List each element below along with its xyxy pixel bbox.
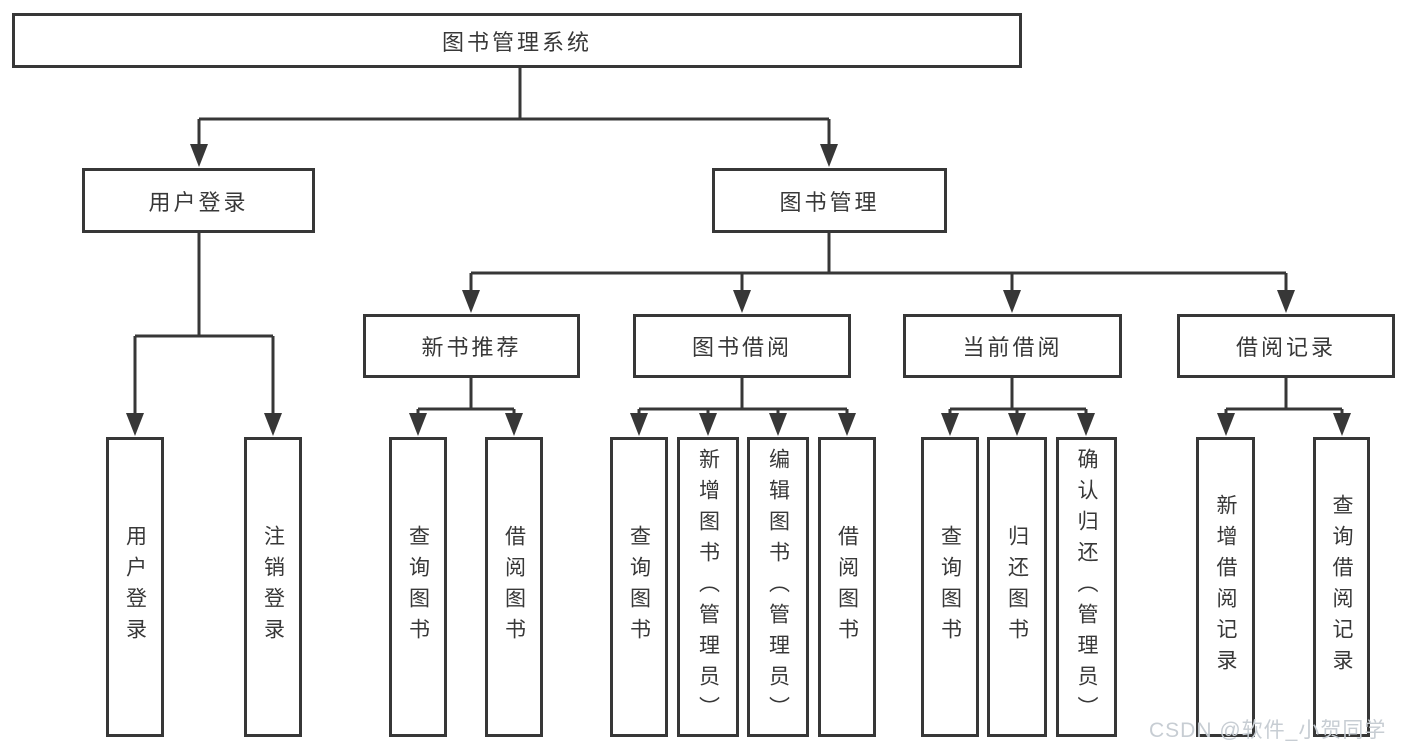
leaf-borrow-books-2: 借阅图书 xyxy=(818,437,876,737)
node-borrowing-records: 借阅记录 xyxy=(1177,314,1395,378)
node-label: 查询借阅记录 xyxy=(1330,494,1353,680)
leaf-logout: 注销登录 xyxy=(244,437,302,737)
node-current-borrowing: 当前借阅 xyxy=(903,314,1122,378)
watermark-csdn: CSDN @软件_小贺同学 xyxy=(1149,719,1387,742)
node-label: 归还图书 xyxy=(1005,525,1029,649)
node-label: 新增图书（管理员） xyxy=(696,447,720,727)
node-book-management: 图书管理 xyxy=(712,168,947,233)
node-label: 查询图书 xyxy=(627,525,651,649)
node-library-management-system: 图书管理系统 xyxy=(12,13,1022,68)
node-label: 图书管理 xyxy=(779,189,880,215)
node-label: 确认归还（管理员） xyxy=(1075,447,1098,727)
leaf-return-books: 归还图书 xyxy=(987,437,1047,737)
node-label: 新书推荐 xyxy=(421,335,522,360)
leaf-query-books-1: 查询图书 xyxy=(389,437,447,737)
node-label: 借阅图书 xyxy=(502,525,526,649)
node-label: 注销登录 xyxy=(261,525,285,649)
node-label: 当前借阅 xyxy=(962,335,1063,360)
node-label: 用户登录 xyxy=(123,525,147,649)
node-book-borrowing: 图书借阅 xyxy=(633,314,851,378)
node-label: 新增借阅记录 xyxy=(1214,494,1237,680)
node-label: 查询图书 xyxy=(406,525,430,649)
node-label: 图书借阅 xyxy=(691,335,792,360)
node-label: 查询图书 xyxy=(938,525,962,649)
leaf-edit-books-admin: 编辑图书（管理员） xyxy=(747,437,809,737)
leaf-query-borrow-record: 查询借阅记录 xyxy=(1313,437,1370,737)
node-label: 编辑图书（管理员） xyxy=(766,447,790,727)
leaf-query-books-3: 查询图书 xyxy=(921,437,979,737)
leaf-query-books-2: 查询图书 xyxy=(610,437,668,737)
leaf-confirm-return-admin: 确认归还（管理员） xyxy=(1056,437,1117,737)
node-label: 图书管理系统 xyxy=(441,29,592,55)
leaf-user-login: 用户登录 xyxy=(106,437,164,737)
leaf-borrow-books-1: 借阅图书 xyxy=(485,437,543,737)
node-label: 用户登录 xyxy=(148,189,249,215)
leaf-add-books-admin: 新增图书（管理员） xyxy=(677,437,739,737)
node-label: 借阅记录 xyxy=(1235,335,1336,360)
leaf-add-borrow-record: 新增借阅记录 xyxy=(1196,437,1255,737)
node-new-book-recommendation: 新书推荐 xyxy=(363,314,580,378)
node-user-login: 用户登录 xyxy=(82,168,315,233)
node-label: 借阅图书 xyxy=(835,525,859,649)
